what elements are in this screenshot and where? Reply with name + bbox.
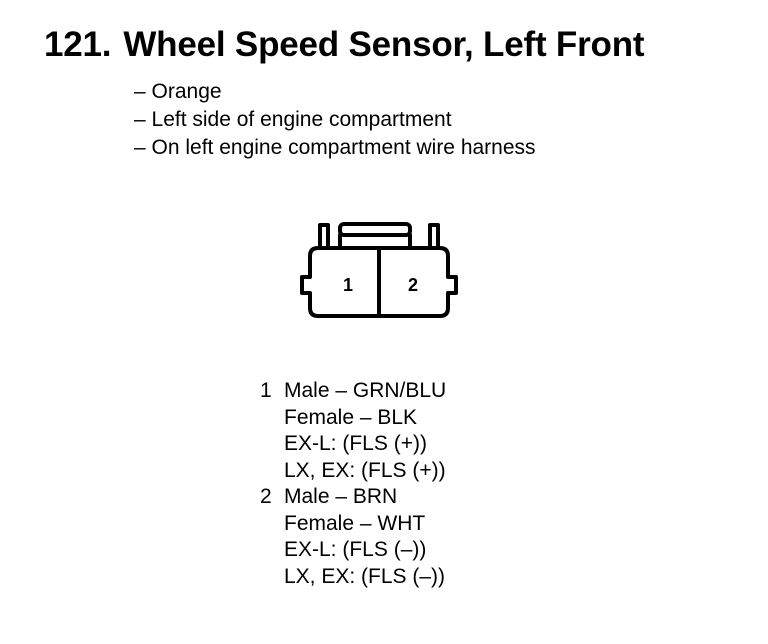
- pin-female-wire: Female – BLK: [284, 405, 418, 429]
- pin-number: 1: [260, 379, 272, 402]
- cavity-label-1: 1: [343, 275, 353, 295]
- title-number: 121.: [44, 25, 112, 64]
- pin-female-wire: Female – WHT: [284, 511, 426, 535]
- title-text: Wheel Speed Sensor, Left Front: [123, 25, 645, 64]
- pin-list: 1 Male – GRN/BLU Female – BLK EX-L: (FLS…: [260, 378, 446, 590]
- pin-exl-signal: EX-L: (FLS (+)): [284, 432, 427, 455]
- pin-entry-2: 2 Male – BRN Female – WHT EX-L: (FLS (–)…: [260, 484, 446, 590]
- note-harness: – On left engine compartment wire harnes…: [134, 136, 536, 159]
- connector-diagram: 1 2: [300, 222, 458, 318]
- connector-latch: [338, 222, 412, 237]
- connector-post-right: [428, 223, 440, 250]
- connector-post-left: [318, 223, 330, 250]
- pin-lxex-signal: LX, EX: (FLS (+)): [284, 458, 446, 482]
- pin-entry-1: 1 Male – GRN/BLU Female – BLK EX-L: (FLS…: [260, 378, 446, 484]
- pin-male-wire: Male – BRN: [284, 485, 398, 508]
- location-notes: – Orange – Left side of engine compartme…: [134, 78, 536, 162]
- note-location: – Left side of engine compartment: [134, 108, 452, 131]
- pin-exl-signal: EX-L: (FLS (–)): [284, 538, 427, 561]
- note-color: – Orange: [134, 80, 222, 103]
- cavity-label-2: 2: [408, 275, 418, 295]
- page-title: 121. Wheel Speed Sensor, Left Front: [44, 24, 645, 66]
- pin-number: 2: [260, 485, 272, 508]
- pin-male-wire: Male – GRN/BLU: [284, 379, 447, 402]
- pin-lxex-signal: LX, EX: (FLS (–)): [284, 564, 446, 588]
- connector-body: [300, 246, 458, 318]
